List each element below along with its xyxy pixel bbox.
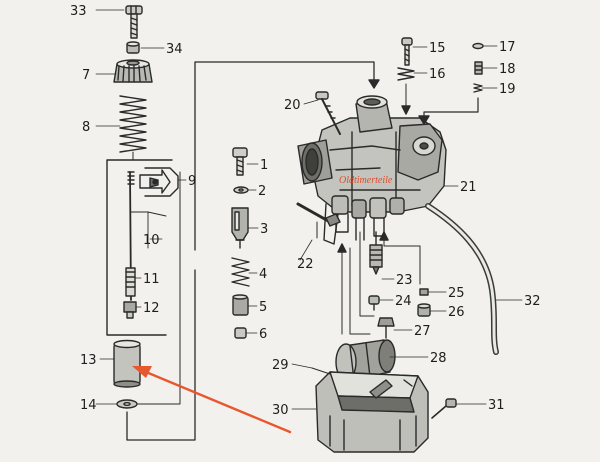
callout-17: 17 bbox=[499, 40, 516, 55]
callout-11: 11 bbox=[143, 272, 160, 287]
callout-34: 34 bbox=[166, 42, 183, 57]
part-30-float-bowl bbox=[315, 371, 429, 453]
highlight-arrow bbox=[132, 366, 292, 434]
callout-22: 22 bbox=[297, 257, 314, 272]
leader-lines bbox=[95, 9, 523, 410]
callout-6: 6 bbox=[259, 327, 267, 342]
part-27-float-needle bbox=[377, 317, 395, 339]
part-16-spring bbox=[397, 67, 415, 81]
callout-9: 9 bbox=[188, 174, 196, 189]
callout-20: 20 bbox=[284, 98, 301, 113]
part-19-spring bbox=[473, 83, 483, 93]
part-31-screw bbox=[431, 398, 457, 419]
part-8-spring bbox=[119, 95, 147, 153]
callout-5: 5 bbox=[259, 300, 267, 315]
part-18-valve bbox=[474, 61, 483, 75]
part-33-screw bbox=[125, 5, 143, 39]
part-5-jet-holder bbox=[232, 294, 249, 316]
part-6-jet bbox=[234, 327, 247, 339]
callout-4: 4 bbox=[259, 267, 267, 282]
callout-30: 30 bbox=[272, 403, 289, 418]
part-22-choke-lever bbox=[296, 202, 341, 239]
callout-13: 13 bbox=[80, 353, 97, 368]
part-20-screw bbox=[315, 91, 341, 135]
part-32-hose bbox=[425, 203, 499, 355]
callout-8: 8 bbox=[82, 120, 90, 135]
callout-1: 1 bbox=[260, 158, 268, 173]
part-24-plug bbox=[368, 295, 380, 311]
callout-14: 14 bbox=[80, 398, 97, 413]
part-2-washer bbox=[233, 186, 249, 194]
callout-10: 10 bbox=[143, 233, 160, 248]
callout-labels: 33 34 7 8 9 10 11 12 13 14 1 2 3 4 5 6 1… bbox=[70, 4, 541, 418]
callout-33: 33 bbox=[70, 4, 87, 19]
callout-23: 23 bbox=[396, 273, 413, 288]
part-11-needle-jet bbox=[125, 267, 136, 297]
part-26-jet bbox=[417, 303, 431, 317]
callout-28: 28 bbox=[430, 351, 447, 366]
callout-27: 27 bbox=[414, 324, 431, 339]
part-9-needle-clip bbox=[139, 167, 179, 197]
callout-24: 24 bbox=[395, 294, 412, 309]
callout-18: 18 bbox=[499, 62, 516, 77]
part-4-spring bbox=[231, 257, 250, 287]
callout-21: 21 bbox=[460, 180, 477, 195]
callout-12: 12 bbox=[143, 301, 160, 316]
callout-16: 16 bbox=[429, 67, 446, 82]
callout-19: 19 bbox=[499, 82, 516, 97]
callout-7: 7 bbox=[82, 68, 90, 83]
part-34-nut bbox=[126, 41, 140, 54]
part-21-carburetor-body bbox=[297, 95, 447, 245]
part-3-pilot-screw bbox=[231, 207, 249, 249]
callout-26: 26 bbox=[448, 305, 465, 320]
callout-2: 2 bbox=[258, 184, 266, 199]
callout-3: 3 bbox=[260, 222, 268, 237]
part-17-seal bbox=[472, 42, 484, 50]
part-28-float bbox=[335, 339, 396, 381]
assembly-box bbox=[106, 159, 173, 336]
part-7-cap bbox=[113, 59, 153, 83]
connector-line bbox=[126, 61, 375, 441]
callout-31: 31 bbox=[488, 398, 505, 413]
part-12-jet bbox=[123, 301, 137, 319]
callout-29: 29 bbox=[272, 358, 289, 373]
part-13-slide bbox=[113, 339, 141, 388]
part-15-screw bbox=[401, 37, 413, 66]
part-1-screw bbox=[232, 147, 248, 176]
callout-15: 15 bbox=[429, 41, 446, 56]
callout-25: 25 bbox=[448, 286, 465, 301]
part-14-washer bbox=[116, 399, 138, 409]
part-25-jet bbox=[419, 288, 429, 296]
callout-32: 32 bbox=[524, 294, 541, 309]
watermark-text: Oldtimerteile bbox=[339, 175, 393, 186]
part-23-needle-valve bbox=[369, 231, 383, 275]
